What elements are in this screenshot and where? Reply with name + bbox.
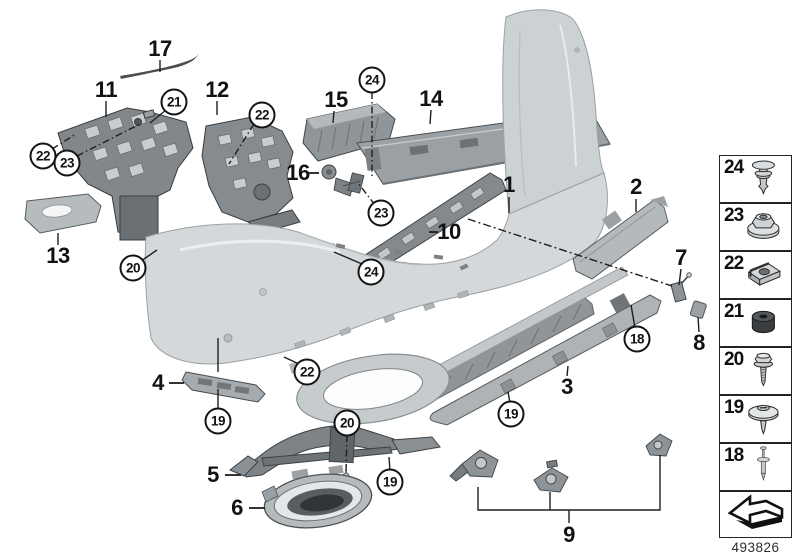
- doc-number: 493826: [731, 540, 780, 555]
- callout-5[interactable]: 5: [207, 462, 219, 487]
- legend-box-change-arrow[interactable]: [719, 491, 792, 538]
- plastic-nut-icon: [747, 213, 780, 239]
- callout-circled-23[interactable]: 23: [53, 149, 81, 177]
- legend-label: 22: [724, 253, 744, 274]
- legend-box-19[interactable]: 19: [719, 395, 792, 443]
- legend-box-22[interactable]: 22: [719, 251, 792, 299]
- legend-box-20[interactable]: 20: [719, 347, 792, 395]
- part-15-step-pad: [302, 103, 396, 162]
- callout-6[interactable]: 6: [231, 495, 243, 520]
- callout-14[interactable]: 14: [419, 86, 443, 111]
- legend-label: 24: [724, 157, 744, 178]
- callout-3[interactable]: 3: [561, 374, 573, 399]
- callout-circled-19[interactable]: 19: [376, 468, 404, 496]
- legend-box-23[interactable]: 23: [719, 203, 792, 251]
- leader-lines: [51, 60, 700, 523]
- callout-circled-23[interactable]: 23: [367, 199, 395, 227]
- legend-box-18[interactable]: 18: [719, 443, 792, 491]
- callout-circled-20[interactable]: 20: [333, 409, 361, 437]
- callout-circled-19[interactable]: 19: [497, 400, 525, 428]
- legend-box-24[interactable]: 24: [719, 155, 792, 203]
- callout-9[interactable]: 9: [563, 522, 575, 547]
- callout-15[interactable]: 15: [324, 87, 348, 112]
- callout-circled-22[interactable]: 22: [29, 142, 57, 170]
- callout-circled-22[interactable]: 22: [293, 358, 321, 386]
- callout-1[interactable]: 1: [503, 172, 515, 197]
- callout-circled-20[interactable]: 20: [119, 254, 147, 282]
- part-7-bracket: [670, 272, 692, 303]
- part-17-trim-strip: [120, 52, 199, 79]
- change-arrow-icon: [727, 494, 784, 529]
- callout-4[interactable]: 4: [152, 370, 164, 395]
- part-6-exhaust-tip: [261, 464, 373, 529]
- callout-11[interactable]: 11: [94, 77, 118, 102]
- callout-7[interactable]: 7: [675, 245, 687, 270]
- legend-label: 20: [724, 349, 744, 370]
- clamp-clip-icon: [747, 262, 781, 286]
- part-apron-ring: [288, 353, 450, 425]
- washer-screw-icon: [748, 404, 779, 436]
- blind-rivet-icon: [757, 446, 770, 482]
- callout-12[interactable]: 12: [205, 77, 229, 102]
- expanding-rivet-icon: [751, 160, 775, 195]
- rubber-grommet-icon: [751, 310, 775, 334]
- legend-label: 19: [724, 397, 744, 418]
- part-5-exhaust-bracket: [229, 425, 441, 482]
- callout-circled-22[interactable]: 22: [248, 101, 276, 129]
- legend-label: 18: [724, 445, 744, 466]
- part-2-side-strip: [572, 196, 669, 280]
- callout-circled-18[interactable]: 18: [623, 325, 651, 353]
- callout-circled-19[interactable]: 19: [204, 407, 232, 435]
- callout-circled-24[interactable]: 24: [357, 258, 385, 286]
- legend-label: 21: [724, 301, 744, 322]
- part-8-pad: [689, 300, 707, 319]
- callout-10[interactable]: 10: [437, 219, 461, 244]
- callout-circled-24[interactable]: 24: [358, 66, 386, 94]
- part-3-lower-strip: [429, 293, 662, 426]
- part-13-cover: [24, 193, 102, 234]
- legend-box-21[interactable]: 21: [719, 299, 792, 347]
- part-4-bracket-strip: [181, 371, 266, 403]
- callout-17[interactable]: 17: [148, 36, 172, 61]
- legend-label: 23: [724, 205, 744, 226]
- callout-2[interactable]: 2: [630, 174, 642, 199]
- part-16-pdc-sensor: [321, 164, 365, 197]
- callout-16[interactable]: 16: [286, 160, 310, 185]
- callout-8[interactable]: 8: [693, 330, 705, 355]
- callout-circled-21[interactable]: 21: [160, 88, 188, 116]
- part-9-clips: [449, 433, 673, 493]
- hex-screw-icon: [753, 352, 774, 387]
- part-11-bracket: [57, 107, 194, 243]
- callout-13[interactable]: 13: [46, 243, 70, 268]
